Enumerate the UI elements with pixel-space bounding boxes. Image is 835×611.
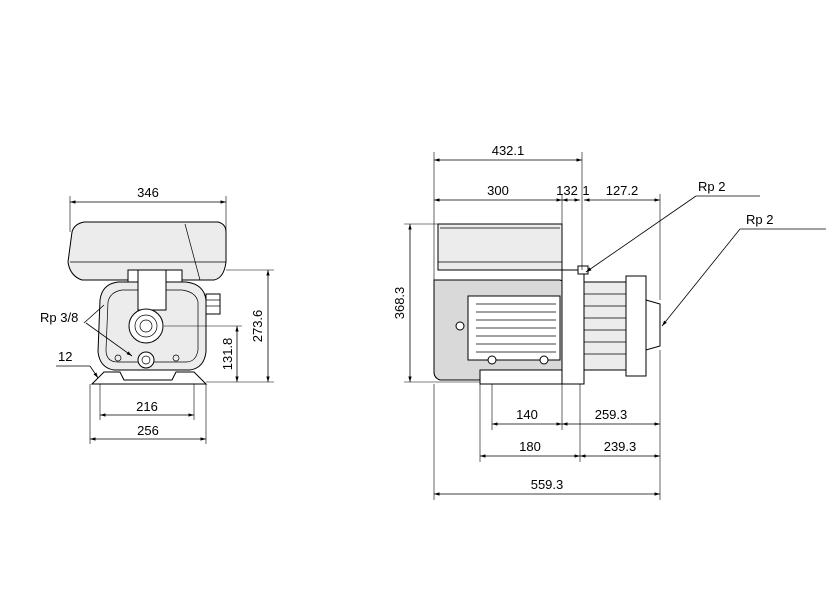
front-foot-holes-label: 216 bbox=[136, 399, 158, 414]
front-view: 346 273.6 131.8 Rp 3/8 12 216 256 bbox=[40, 185, 274, 444]
side-motor-cover bbox=[437, 223, 563, 271]
front-cable-gland bbox=[205, 293, 221, 315]
side-coupling-a-label: 132 bbox=[556, 183, 578, 198]
side-view: 432.1 300 132 1 127.2 Rp 2 Rp 2 368.3 14… bbox=[392, 143, 826, 500]
side-total-length-label: 559.3 bbox=[531, 477, 564, 492]
front-shaft bbox=[128, 308, 164, 344]
front-height-label: 273.6 bbox=[250, 310, 265, 343]
side-pump-length-label: 127.2 bbox=[606, 183, 639, 198]
side-pump-stack bbox=[583, 281, 629, 371]
front-shaft-height-label: 131.8 bbox=[220, 338, 235, 371]
side-outlet-label: Rp 2 bbox=[698, 179, 725, 194]
front-drain-plug bbox=[137, 351, 155, 369]
side-motor-length-label: 300 bbox=[487, 183, 509, 198]
side-height-label: 368.3 bbox=[392, 287, 407, 320]
side-foot-span-label: 180 bbox=[519, 439, 541, 454]
side-foot-holes-label: 140 bbox=[516, 407, 538, 422]
front-foot-width-label: 256 bbox=[137, 423, 159, 438]
side-inlet bbox=[645, 299, 661, 351]
side-length-top-label: 432.1 bbox=[492, 143, 525, 158]
side-inlet-label: Rp 2 bbox=[746, 212, 773, 227]
side-pump-end bbox=[625, 275, 647, 377]
side-lantern bbox=[561, 269, 585, 385]
side-pump-to-end-label: 259.3 bbox=[595, 407, 628, 422]
front-width-top-label: 346 bbox=[137, 185, 159, 200]
front-base bbox=[90, 371, 208, 385]
front-foot-thickness-label: 12 bbox=[58, 349, 72, 364]
side-foot-to-end-label: 239.3 bbox=[604, 439, 637, 454]
front-suction-label: Rp 3/8 bbox=[40, 310, 78, 325]
side-coupling-b-label: 1 bbox=[582, 183, 589, 198]
